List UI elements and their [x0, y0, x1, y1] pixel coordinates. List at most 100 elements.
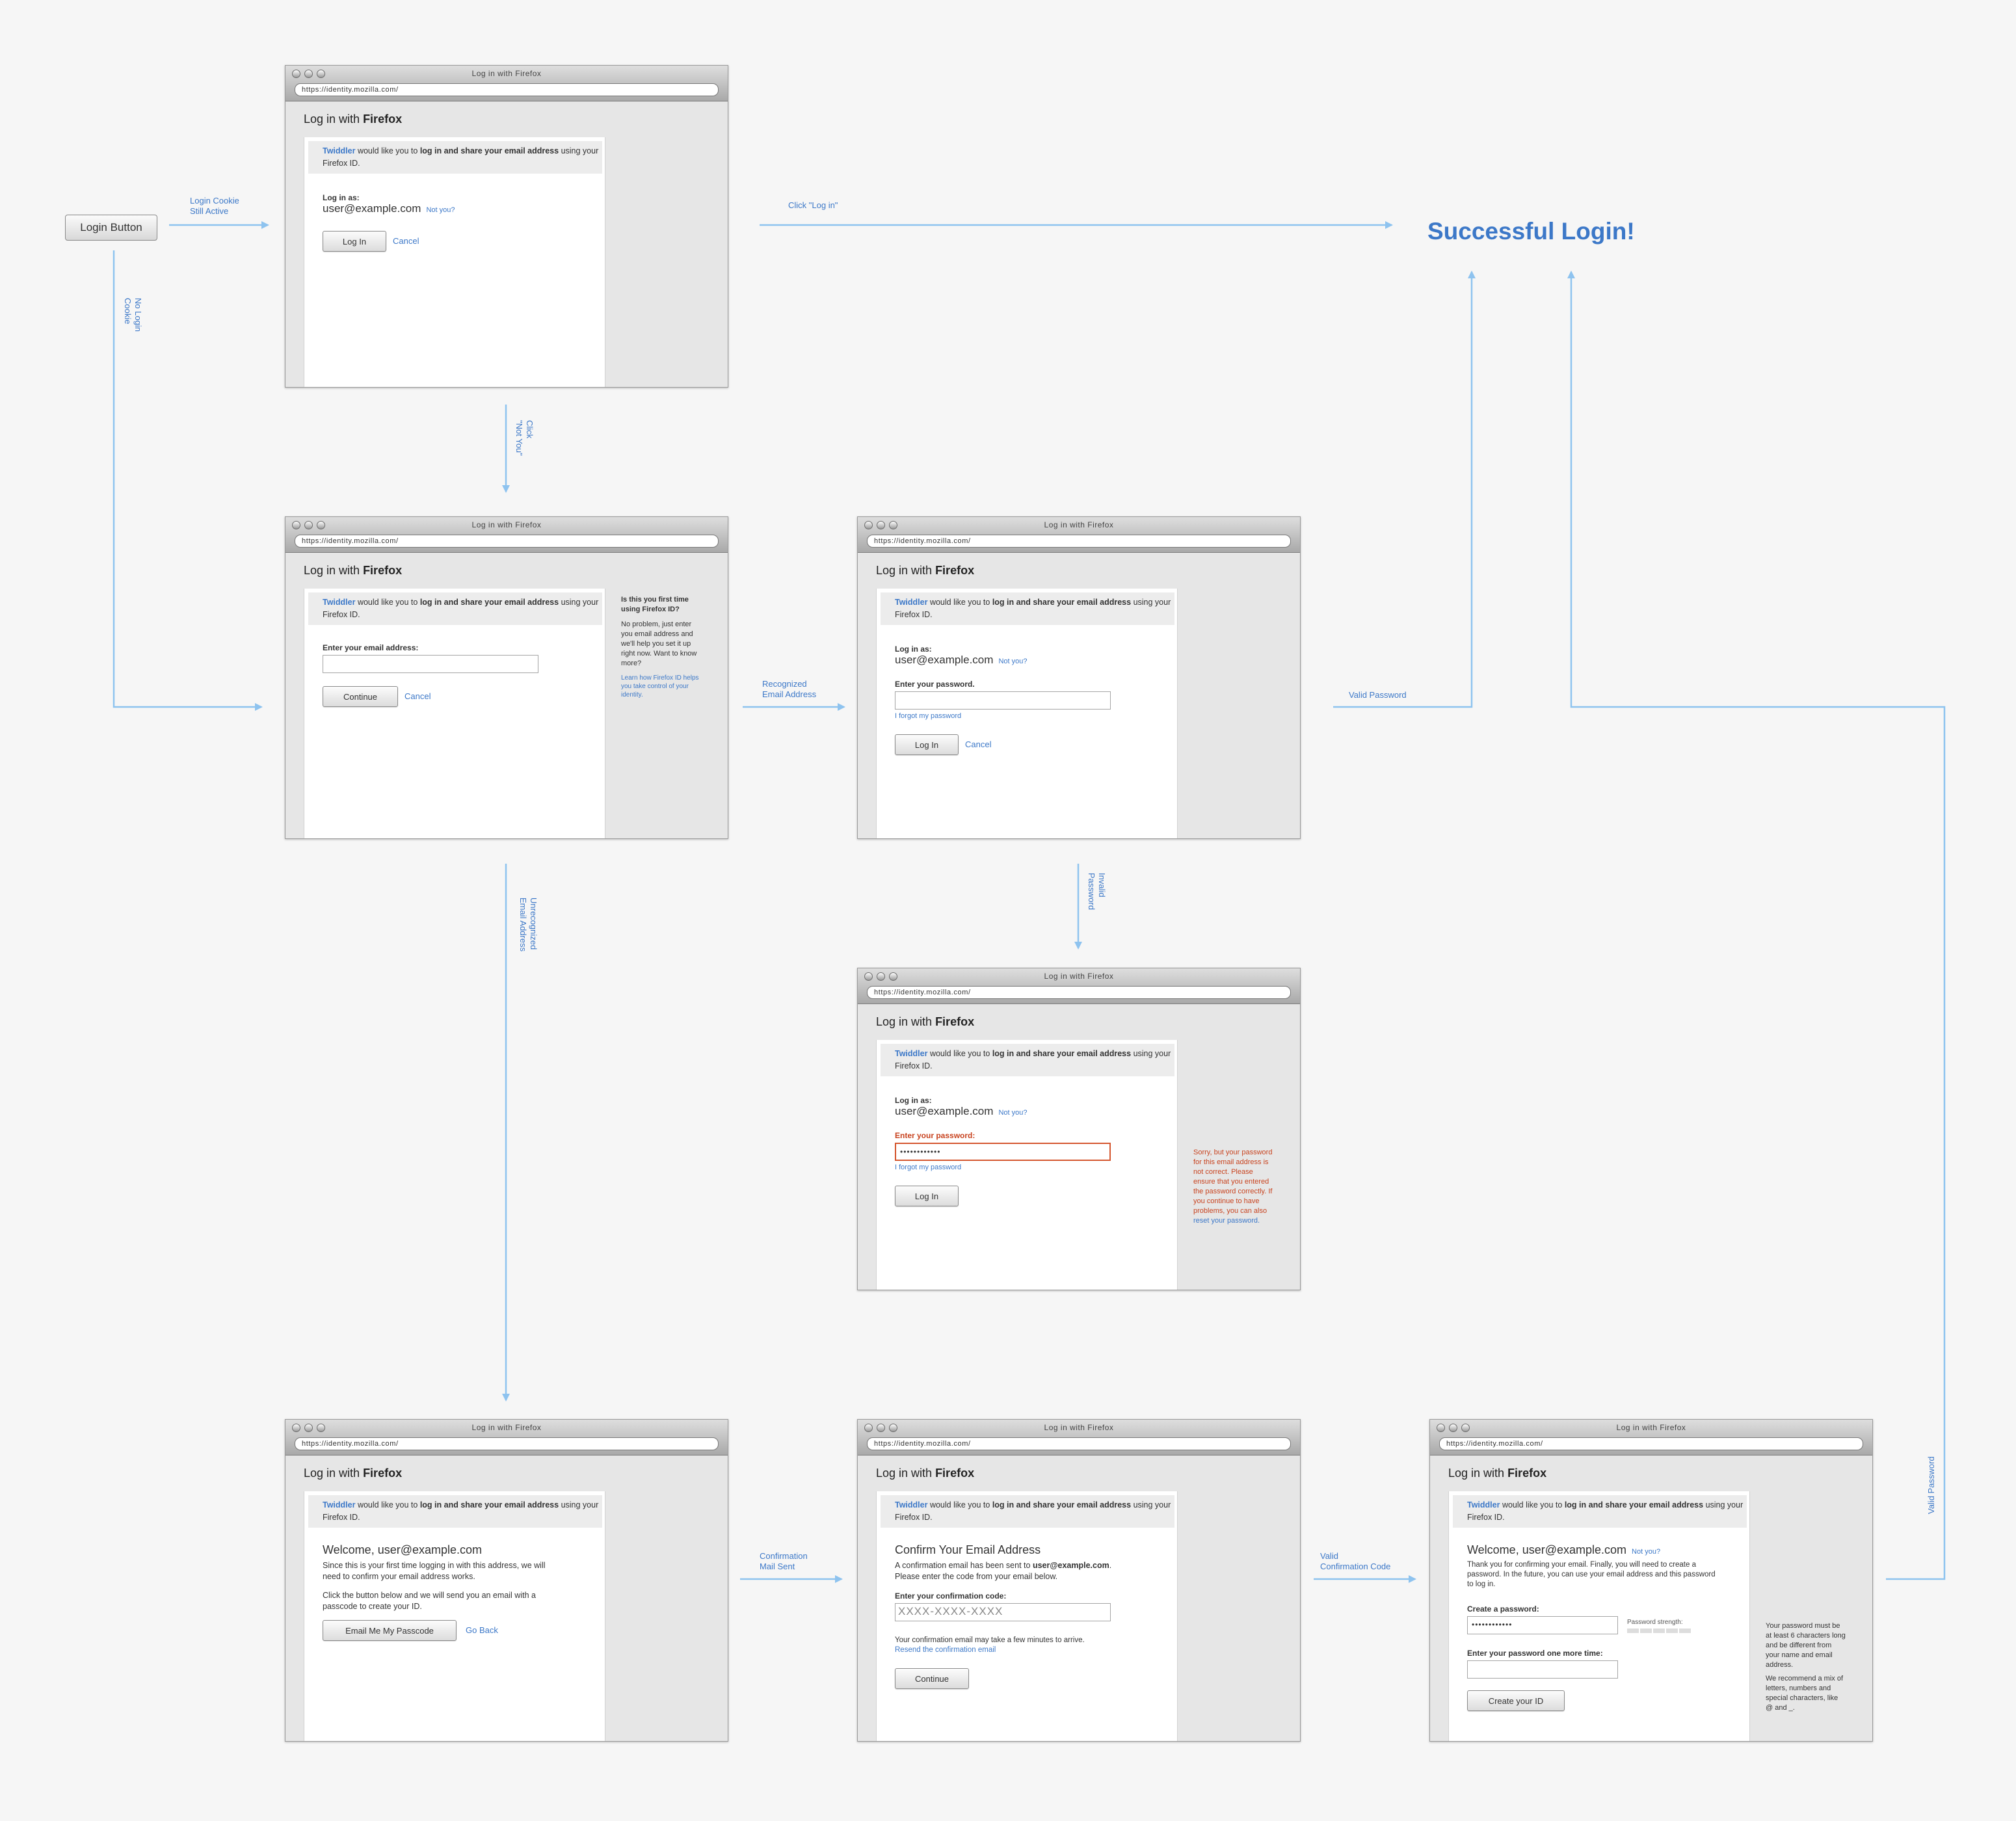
- request-message: Twiddler would like you to log in and sh…: [308, 1495, 602, 1528]
- email-field[interactable]: [323, 655, 538, 673]
- window-button-icon[interactable]: [292, 1424, 300, 1432]
- window-logged-in: Log in with Firefox https://identity.moz…: [285, 65, 728, 388]
- content-panel: Twiddler would like you to log in and sh…: [304, 137, 605, 387]
- window-button-icon[interactable]: [1461, 1424, 1470, 1432]
- not-you-link[interactable]: Not you?: [426, 206, 455, 214]
- create-password-field[interactable]: ••••••••••••: [1467, 1616, 1618, 1634]
- forgot-password-link[interactable]: I forgot my password: [895, 1163, 962, 1171]
- url-bar[interactable]: https://identity.mozilla.com/: [867, 1437, 1291, 1450]
- window-button-icon[interactable]: [292, 70, 300, 78]
- resend-email-link[interactable]: Resend the confirmation email: [895, 1646, 996, 1654]
- window-button-icon[interactable]: [889, 972, 897, 981]
- window-button-icon[interactable]: [304, 521, 313, 529]
- content-panel: Twiddler would like you to log in and sh…: [876, 1491, 1178, 1741]
- window-enter-password: Log in with Firefox https://identity.moz…: [857, 516, 1301, 839]
- window-button-icon[interactable]: [304, 1424, 313, 1432]
- window-button-icon[interactable]: [877, 521, 885, 529]
- page-heading: Log in with Firefox: [304, 1467, 403, 1480]
- password-field-error[interactable]: ••••••••••••: [895, 1143, 1111, 1161]
- content-panel: Twiddler would like you to log in and sh…: [876, 1040, 1178, 1290]
- log-in-as-label: Log in as:: [895, 1096, 932, 1105]
- arrow-valid-password-2: [1567, 271, 1946, 1580]
- reset-password-link[interactable]: reset your password.: [1193, 1217, 1260, 1225]
- confirm-note: Your confirmation email may take a few m…: [895, 1636, 1085, 1654]
- window-button-icon[interactable]: [304, 70, 313, 78]
- window-button-icon[interactable]: [1437, 1424, 1445, 1432]
- email-passcode-button[interactable]: Email Me My Passcode: [323, 1620, 457, 1641]
- window-button-icon[interactable]: [317, 521, 325, 529]
- welcome-title: Welcome, user@example.com: [323, 1543, 483, 1556]
- window-create-password: Log in with Firefox https://identity.moz…: [1429, 1419, 1873, 1742]
- label-valid-password-2: Valid Password: [1926, 1456, 1936, 1514]
- title-bar: Log in with Firefox https://identity.moz…: [858, 968, 1300, 1004]
- continue-button[interactable]: Continue: [323, 686, 398, 707]
- page-heading: Log in with Firefox: [876, 1015, 975, 1028]
- window-button-icon[interactable]: [864, 521, 873, 529]
- page-heading: Log in with Firefox: [304, 113, 403, 126]
- window-button-icon[interactable]: [1449, 1424, 1457, 1432]
- title-bar: Log in with Firefox https://identity.moz…: [285, 66, 728, 101]
- request-message: Twiddler would like you to log in and sh…: [308, 592, 602, 625]
- url-bar[interactable]: https://identity.mozilla.com/: [867, 986, 1291, 999]
- url-bar[interactable]: https://identity.mozilla.com/: [295, 535, 719, 548]
- window-confirm-email: Log in with Firefox https://identity.moz…: [857, 1419, 1301, 1742]
- window-button-icon[interactable]: [864, 1424, 873, 1432]
- url-bar[interactable]: https://identity.mozilla.com/: [295, 1437, 719, 1450]
- successful-login-title: Successful Login!: [1427, 218, 1635, 245]
- log-in-button[interactable]: Log In: [323, 231, 386, 252]
- request-message: Twiddler would like you to log in and sh…: [308, 141, 602, 174]
- welcome-paragraph-2: Click the button below and we will send …: [323, 1591, 536, 1611]
- cancel-link[interactable]: Cancel: [405, 691, 431, 701]
- password-tips: Your password must be at least 6 charact…: [1766, 1622, 1846, 1712]
- password-label-error: Enter your password:: [895, 1131, 975, 1140]
- go-back-link[interactable]: Go Back: [466, 1625, 498, 1635]
- welcome-paragraph-1: Since this is your first time logging in…: [323, 1561, 546, 1581]
- not-you-link[interactable]: Not you?: [998, 658, 1028, 665]
- password-field[interactable]: [895, 691, 1111, 710]
- password-error-message: Sorry, but your password for this email …: [1193, 1148, 1291, 1226]
- request-message: Twiddler would like you to log in and sh…: [881, 1044, 1174, 1076]
- window-button-icon[interactable]: [864, 972, 873, 981]
- window-title: Log in with Firefox: [471, 69, 542, 78]
- window-button-icon[interactable]: [317, 1424, 325, 1432]
- window-welcome: Log in with Firefox https://identity.moz…: [285, 1419, 728, 1742]
- window-button-icon[interactable]: [292, 521, 300, 529]
- confirmation-code-field[interactable]: XXXX-XXXX-XXXX: [895, 1603, 1111, 1621]
- page-heading: Log in with Firefox: [876, 564, 975, 577]
- window-button-icon[interactable]: [877, 1424, 885, 1432]
- url-bar[interactable]: https://identity.mozilla.com/: [867, 535, 1291, 548]
- create-id-button[interactable]: Create your ID: [1467, 1690, 1565, 1711]
- url-bar[interactable]: https://identity.mozilla.com/: [295, 83, 719, 96]
- request-message: Twiddler would like you to log in and sh…: [881, 592, 1174, 625]
- repeat-password-field[interactable]: [1467, 1660, 1618, 1679]
- url-bar[interactable]: https://identity.mozilla.com/: [1439, 1437, 1863, 1450]
- window-button-icon[interactable]: [317, 70, 325, 78]
- continue-button[interactable]: Continue: [895, 1668, 969, 1689]
- log-in-button[interactable]: Log In: [895, 734, 959, 755]
- password-strength-meter: Password strength:: [1627, 1619, 1692, 1635]
- window-button-icon[interactable]: [877, 972, 885, 981]
- cancel-link[interactable]: Cancel: [393, 236, 419, 246]
- not-you-link[interactable]: Not you?: [998, 1109, 1028, 1117]
- login-button[interactable]: Login Button: [65, 215, 157, 241]
- log-in-button[interactable]: Log In: [895, 1186, 959, 1206]
- confirm-title: Confirm Your Email Address: [895, 1543, 1041, 1556]
- cancel-link[interactable]: Cancel: [965, 739, 992, 749]
- confirm-paragraph: A confirmation email has been sent to us…: [895, 1561, 1112, 1581]
- forgot-password-link[interactable]: I forgot my password: [895, 712, 962, 720]
- learn-more-link[interactable]: Learn how Firefox ID helps you take cont…: [621, 674, 699, 698]
- repeat-password-label: Enter your password one more time:: [1467, 1649, 1603, 1658]
- title-bar: Log in with Firefox https://identity.moz…: [858, 1420, 1300, 1455]
- window-title: Log in with Firefox: [1044, 1423, 1114, 1432]
- request-message: Twiddler would like you to log in and sh…: [881, 1495, 1174, 1528]
- not-you-link[interactable]: Not you?: [1632, 1548, 1661, 1556]
- window-button-icon[interactable]: [889, 521, 897, 529]
- window-button-icon[interactable]: [889, 1424, 897, 1432]
